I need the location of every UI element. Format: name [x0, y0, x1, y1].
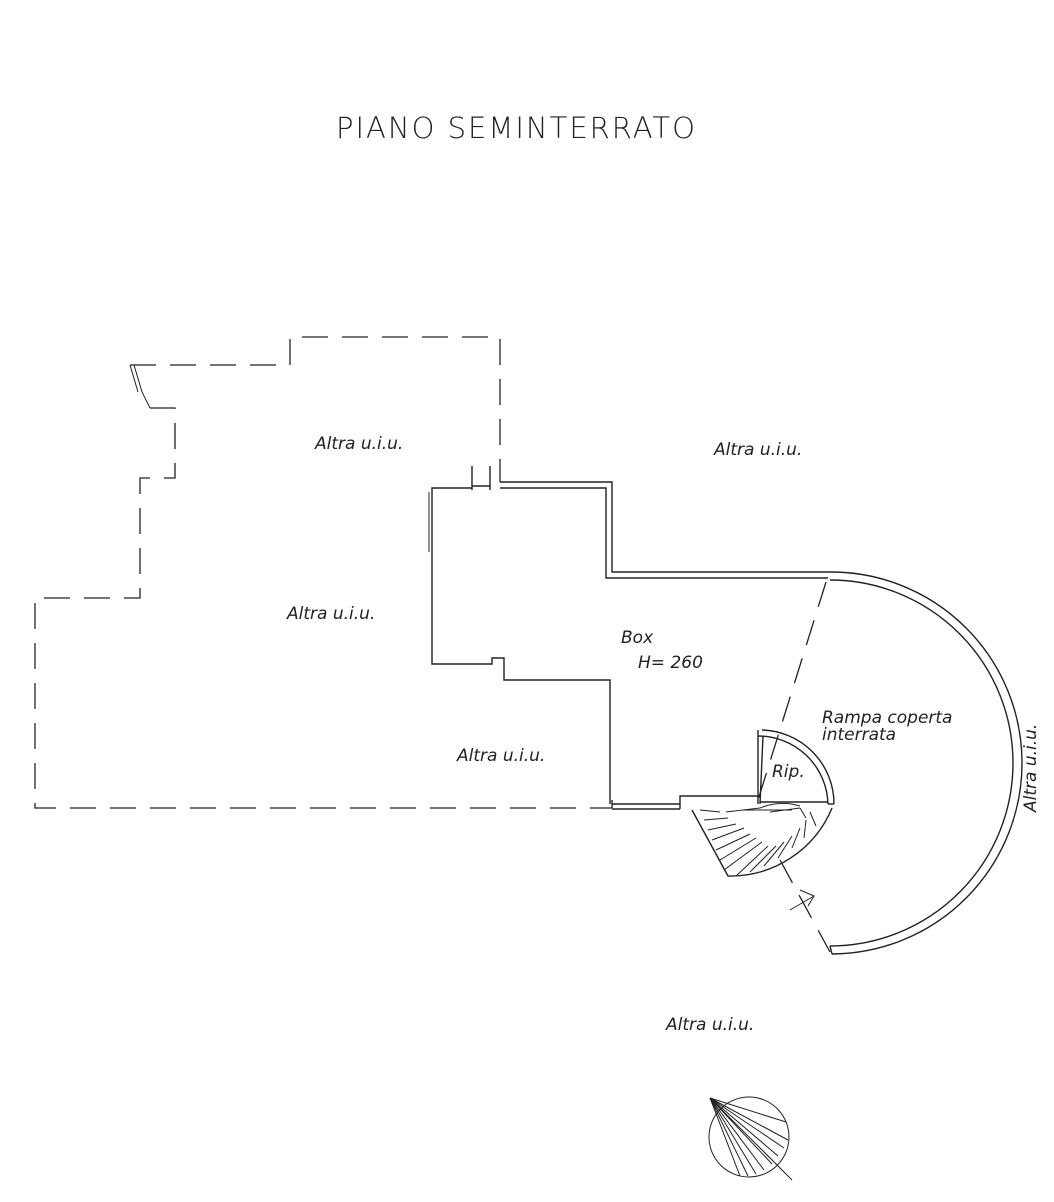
room-label-box: Box: [621, 628, 654, 648]
compass-north-arrow-icon: [708, 1096, 793, 1181]
room-label-altra-1: Altra u.i.u.: [314, 434, 403, 454]
room-label-ramp-line1: Rampa coperta: [822, 708, 952, 728]
room-label-storage: Rip.: [772, 762, 805, 782]
room-label-altra-3: Altra u.i.u.: [286, 604, 375, 624]
storage-quarter-room: [757, 729, 835, 805]
spiral-stair: [691, 802, 833, 877]
room-label-altra-5: Altra u.i.u.: [665, 1015, 754, 1035]
neighbour-boundary-dashed: [34, 336, 612, 809]
ramp-curved-wall: [757, 571, 1023, 955]
room-label-altra-6: Altra u.i.u.: [1021, 724, 1041, 813]
room-label-box-height: H= 260: [638, 653, 703, 673]
box-walls: [428, 466, 830, 810]
plan-title: PIANO SEMINTERRATO: [336, 111, 697, 145]
room-label-altra-4: Altra u.i.u.: [456, 746, 545, 766]
room-label-ramp-line2: interrata: [822, 725, 896, 745]
room-label-altra-2: Altra u.i.u.: [713, 440, 802, 460]
